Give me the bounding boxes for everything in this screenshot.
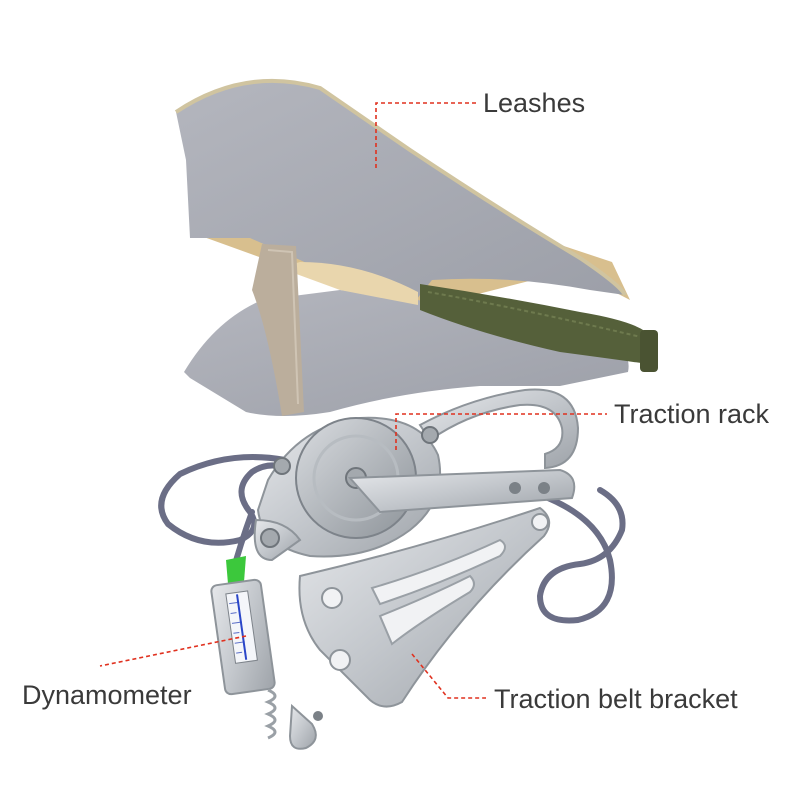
harness-seam xyxy=(174,78,627,297)
label-dynamometer: Dynamometer xyxy=(22,680,192,710)
harness-cheek-opening xyxy=(280,262,418,305)
harness-upper-flap xyxy=(176,80,625,300)
rack-hook xyxy=(418,388,580,470)
label-traction-rack: Traction rack xyxy=(614,399,770,429)
label-leashes: Leashes xyxy=(483,88,586,118)
bracket-slot-lower xyxy=(378,574,475,646)
dynamometer-spring xyxy=(264,688,277,740)
bracket-slot-upper xyxy=(370,538,506,606)
leashes-harness xyxy=(174,78,658,416)
traction-rack xyxy=(253,388,580,562)
traction-belt-bracket xyxy=(298,506,551,708)
rack-lever-arm xyxy=(347,468,576,514)
velcro-strap-green xyxy=(420,284,655,365)
leader-lines xyxy=(99,102,607,699)
leader-leashes xyxy=(375,102,478,168)
velcro-strap-beige xyxy=(252,244,304,416)
dynamometer-hook xyxy=(288,703,317,750)
leader-dynamometer xyxy=(99,635,247,667)
dynamometer-clip xyxy=(226,556,246,584)
label-traction-belt-bracket: Traction belt bracket xyxy=(494,684,738,714)
leader-traction-rack xyxy=(395,413,607,450)
leader-bracket xyxy=(411,653,486,699)
